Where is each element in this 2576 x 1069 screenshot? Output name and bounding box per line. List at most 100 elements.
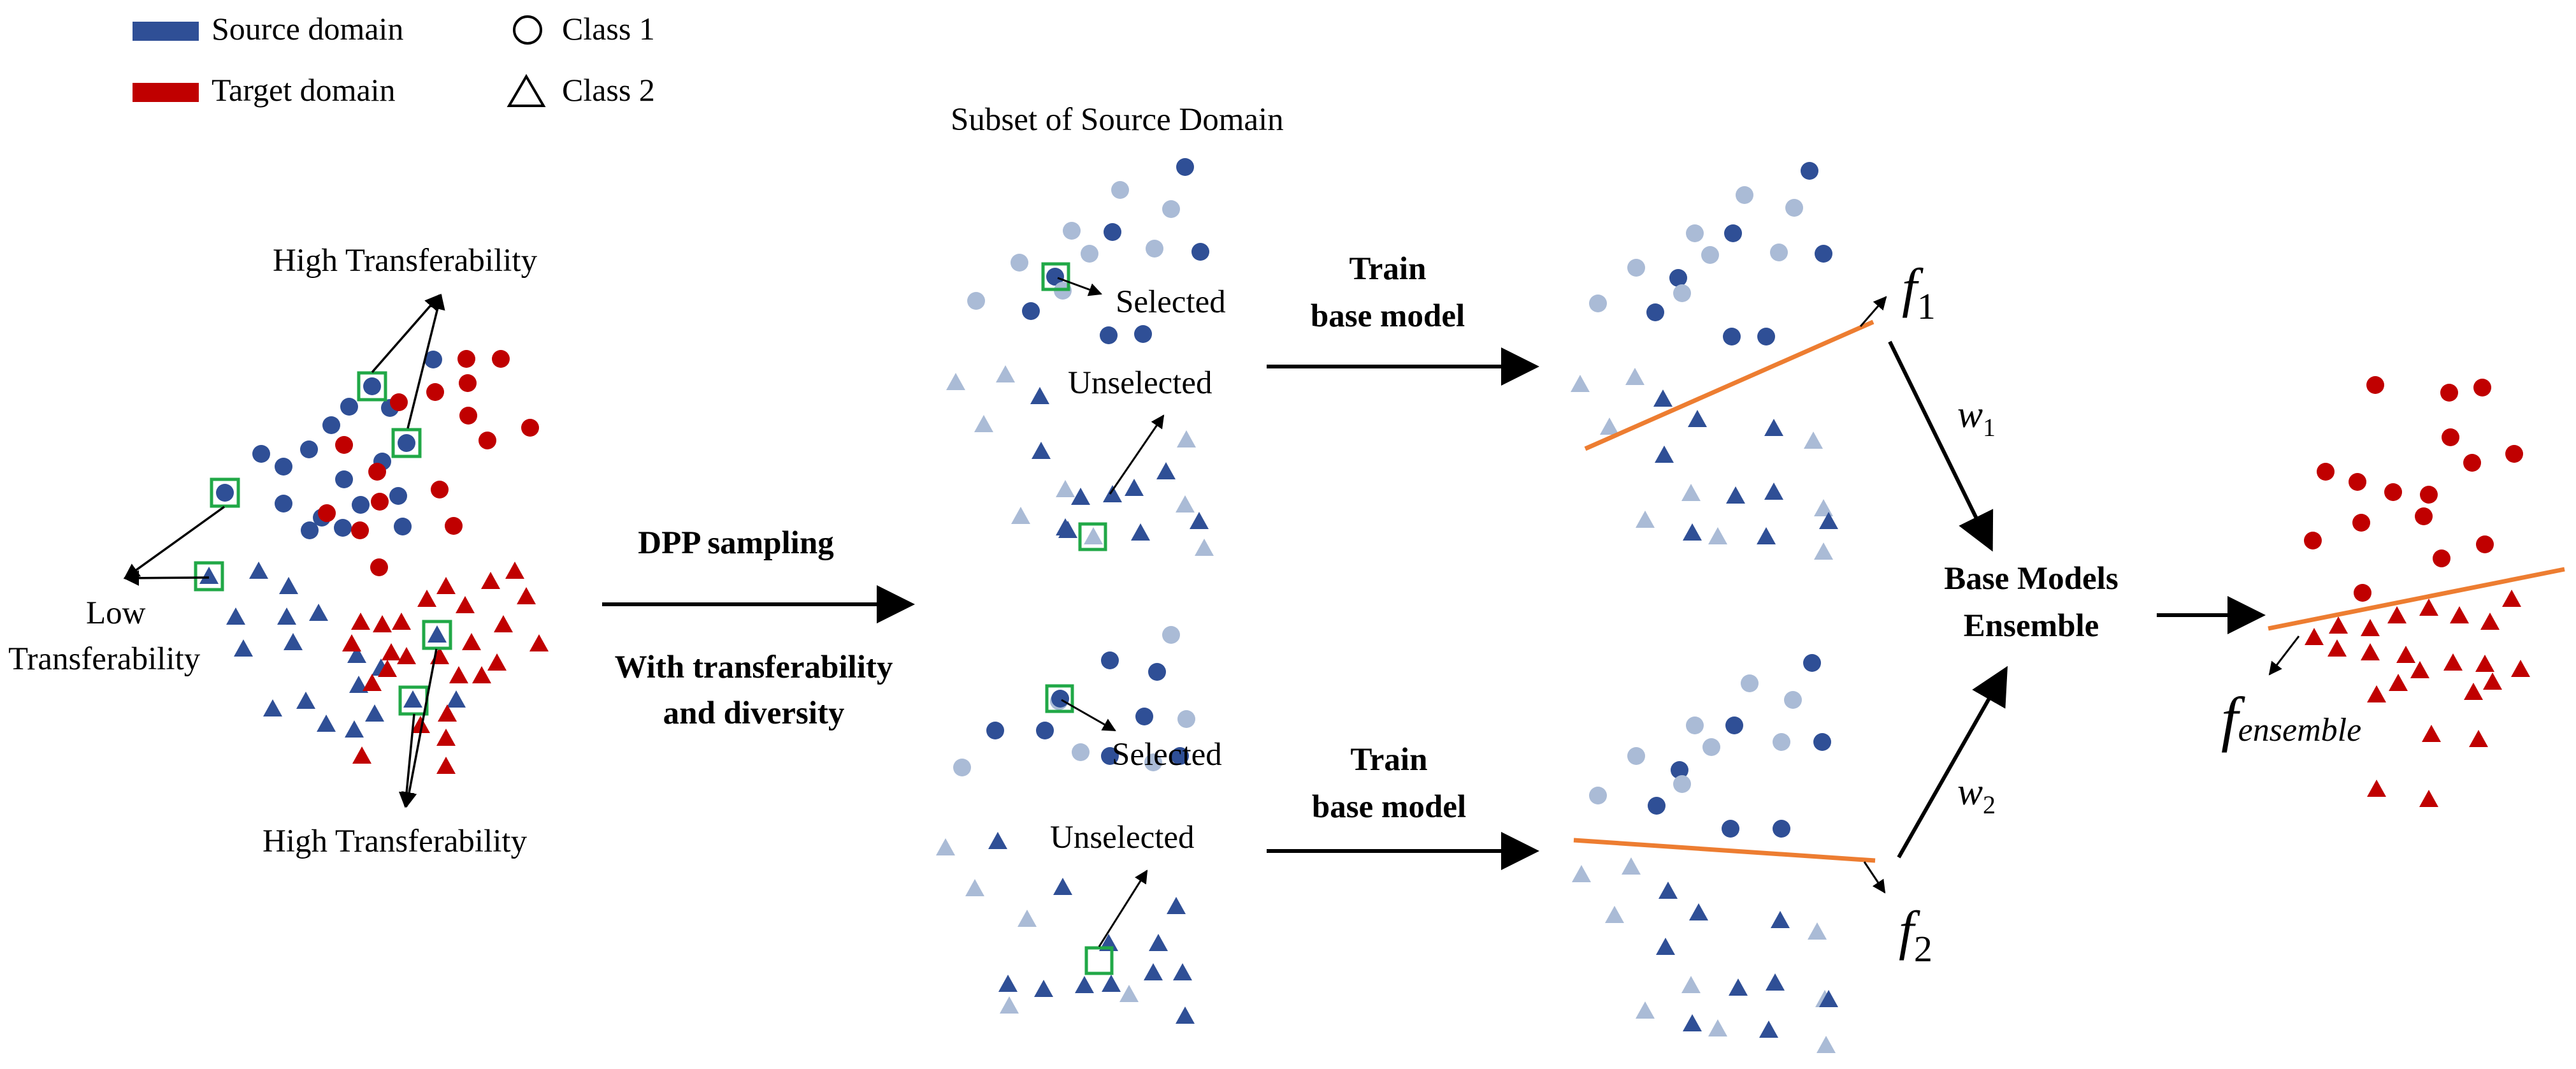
w2-arrow — [1897, 665, 2008, 859]
class1-point — [1773, 820, 1790, 838]
class1-point — [1162, 200, 1180, 218]
class1-point — [1741, 674, 1759, 692]
class2-point — [2502, 590, 2521, 607]
dpp-sampling-step: DPP sampling With transferability and di… — [602, 525, 915, 731]
class1-point — [1101, 747, 1119, 765]
class2-point — [2361, 643, 2380, 660]
class1-point — [1072, 743, 1090, 761]
class2-point — [2464, 683, 2483, 700]
w1-arrow — [1888, 340, 1994, 552]
subset-bottom: Selected Unselected — [936, 626, 1222, 1024]
subset-top: Selected Unselected — [946, 158, 1226, 556]
class1-point — [334, 519, 352, 537]
class2-point — [1119, 985, 1139, 1002]
class1-point — [368, 463, 386, 481]
highlight-box — [357, 371, 387, 402]
class1-point — [1177, 710, 1195, 728]
class2-point — [1176, 495, 1195, 513]
train-step-top: Train base model — [1267, 251, 1539, 386]
class1-point — [457, 350, 475, 368]
class2-point — [1131, 523, 1150, 541]
class2-point — [965, 879, 984, 896]
class2-point — [449, 666, 468, 683]
class2-point — [1636, 511, 1655, 528]
legend-target-label: Target domain — [212, 72, 396, 108]
subset-points — [936, 626, 1195, 1024]
class2-point — [1814, 542, 1833, 560]
class2-point — [1056, 518, 1075, 535]
w2-label: w2 — [1957, 771, 1996, 819]
class2-point — [1771, 911, 1790, 928]
class2-point — [481, 572, 500, 589]
ensemble-step: w1 w2 Base Models Ensemble — [1888, 340, 2266, 859]
class2-point — [974, 415, 993, 432]
class1-point — [340, 398, 358, 416]
class2-point — [988, 832, 1007, 849]
class1-point — [1148, 663, 1166, 681]
class2-point — [1032, 442, 1051, 459]
class1-point — [370, 558, 388, 576]
f1-pointer-arrow — [1859, 296, 1887, 327]
class2-point — [2389, 674, 2408, 691]
class1-point — [431, 481, 449, 498]
class1-point — [1813, 733, 1831, 751]
class1-point — [1146, 240, 1163, 258]
selected-label: Selected — [1116, 284, 1226, 320]
class2-point — [1683, 523, 1702, 541]
class1-point — [1757, 328, 1775, 345]
class2-point — [462, 633, 481, 650]
class2-point — [456, 596, 475, 613]
class1-point — [492, 350, 510, 368]
class2-point — [1689, 903, 1708, 920]
class2-point — [347, 646, 366, 663]
class2-point — [505, 562, 524, 579]
class1-point — [322, 416, 340, 434]
class1-point — [1101, 651, 1119, 669]
target-ensemble: fensemble — [2221, 376, 2565, 807]
class1-legend-circle-icon — [513, 15, 542, 45]
class2-point — [438, 704, 457, 722]
class2-point — [2475, 655, 2494, 672]
class2-point — [2483, 673, 2502, 690]
class1-point — [426, 383, 444, 401]
scatter-points — [199, 350, 549, 774]
class1-point — [2505, 445, 2523, 463]
class2-point — [309, 604, 328, 621]
class1-point — [1701, 246, 1719, 264]
class2-point — [382, 643, 401, 660]
class2-point — [1819, 990, 1838, 1007]
model-points — [1571, 162, 1838, 560]
class1-point — [394, 518, 412, 535]
class2-point — [392, 613, 411, 630]
class2-point — [263, 699, 282, 716]
class1-point — [2349, 473, 2366, 491]
class2-point — [2367, 685, 2386, 702]
class2-point — [365, 704, 384, 722]
class2-point — [2443, 653, 2463, 671]
unselected-label: Unselected — [1050, 820, 1195, 855]
class2-point — [1144, 963, 1163, 980]
low-transferability-label-line1: Low — [86, 595, 146, 631]
class1-point — [2304, 532, 2322, 549]
class2-point — [1000, 996, 1019, 1014]
class2-point — [1659, 882, 1678, 899]
selected-pointer-arrow — [1057, 277, 1102, 296]
class2-point — [447, 690, 466, 708]
class2-point — [494, 615, 513, 632]
class1-point — [1648, 797, 1666, 815]
class1-point — [318, 504, 336, 522]
class1-point — [1135, 708, 1153, 725]
class1-point — [1722, 820, 1739, 838]
class2-point — [1071, 488, 1090, 505]
class1-point — [275, 495, 292, 513]
class2-point — [1030, 387, 1049, 404]
highlight-box — [194, 561, 224, 592]
class2-point — [2396, 646, 2415, 663]
train-label-line2: base model — [1311, 298, 1465, 334]
class2-point — [349, 676, 368, 693]
train-label-line2: base model — [1312, 789, 1466, 825]
class2-point — [1766, 973, 1785, 991]
arrow — [371, 294, 441, 374]
class2-point — [249, 562, 268, 579]
transferability-diversity-line1: With transferability — [615, 650, 893, 685]
